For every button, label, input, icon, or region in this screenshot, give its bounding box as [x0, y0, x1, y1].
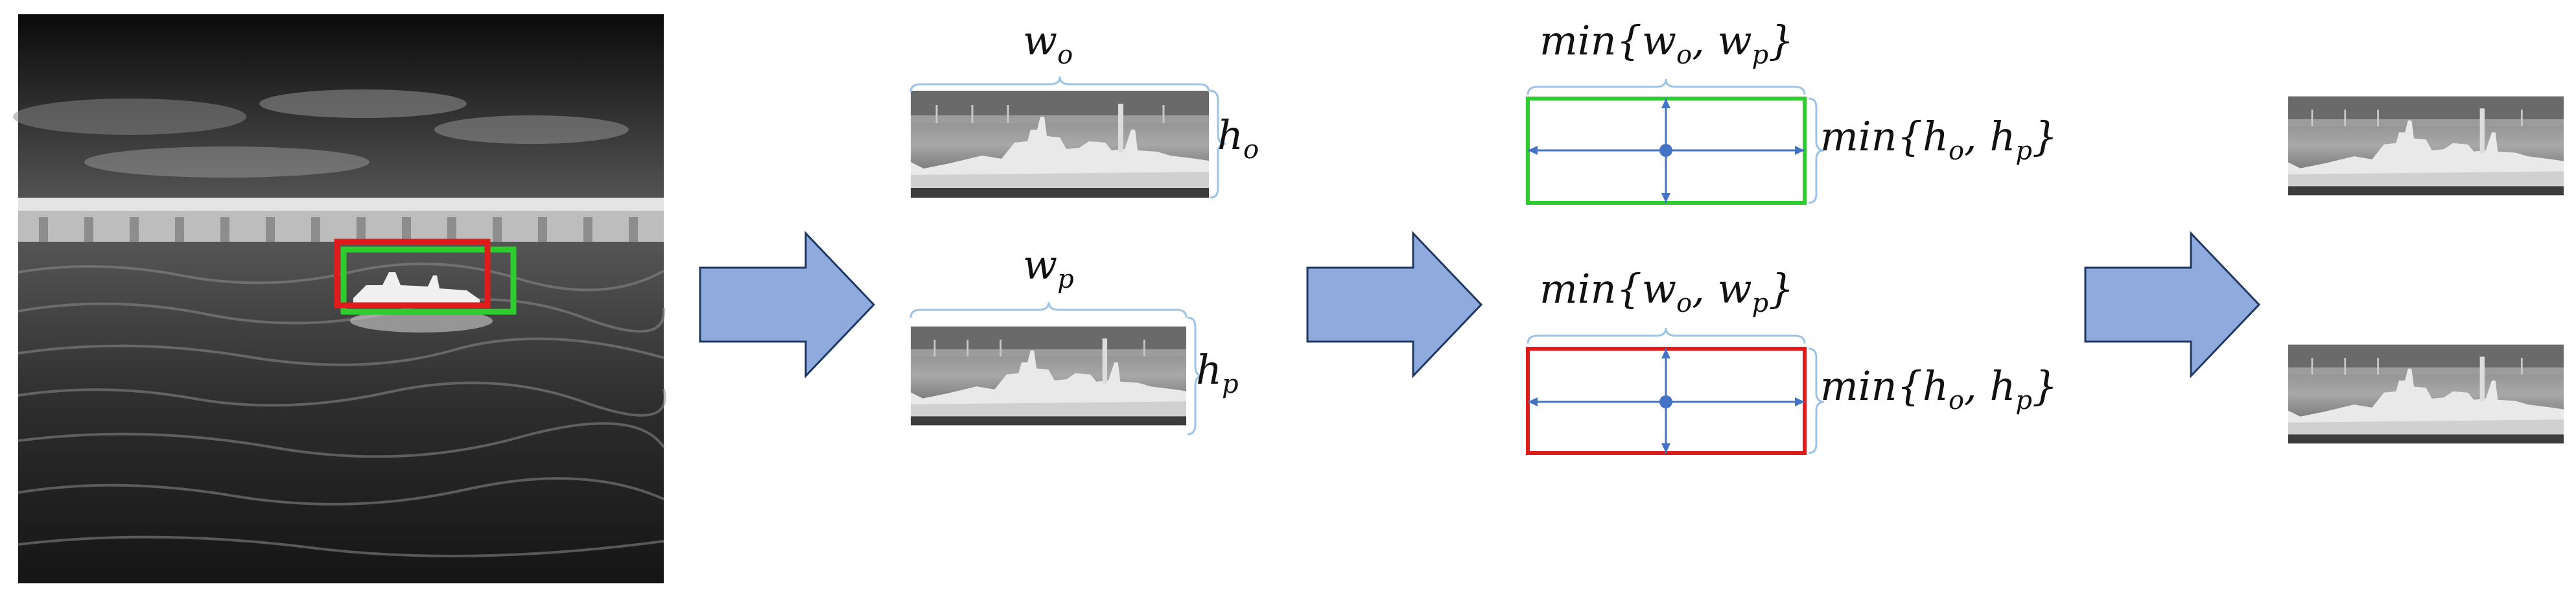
brace-min-h-top	[1808, 97, 1825, 204]
min-box-bottom	[1526, 347, 1807, 455]
label-min-w-top: min{wo, wp}	[1540, 17, 1794, 70]
brace-w-o	[909, 76, 1210, 93]
brace-min-h-bottom	[1808, 347, 1825, 454]
brace-h-p	[1187, 316, 1204, 436]
ship-crop-image-result-prediction	[2288, 344, 2564, 445]
thermal-sea-scene-image	[13, 14, 666, 583]
brace-h-o	[1210, 89, 1226, 199]
block-arrow-right-icon-3	[2084, 231, 2261, 379]
ship-crop-image-result-object	[2288, 95, 2564, 196]
label-h-p: hp	[1196, 346, 1239, 399]
ground-truth-box	[340, 246, 517, 315]
min-box-top	[1526, 97, 1807, 205]
brace-min-w-bottom	[1527, 327, 1806, 344]
block-arrow-right-icon-2	[1306, 231, 1483, 379]
label-w-o: wo	[1023, 17, 1073, 70]
label-min-w-bottom: min{wo, wp}	[1540, 265, 1794, 318]
brace-min-w-top	[1527, 78, 1806, 95]
label-w-p: wp	[1023, 241, 1074, 294]
ship-crop-image-object	[911, 91, 1209, 198]
label-min-h-bottom: min{ho, hp}	[1820, 362, 2058, 415]
label-min-h-top: min{ho, hp}	[1820, 113, 2058, 166]
block-arrow-right-icon-1	[699, 231, 876, 379]
prediction-box	[334, 239, 491, 309]
brace-w-p	[909, 301, 1188, 318]
label-h-o: ho	[1217, 111, 1259, 165]
ship-crop-image-prediction	[911, 325, 1186, 426]
